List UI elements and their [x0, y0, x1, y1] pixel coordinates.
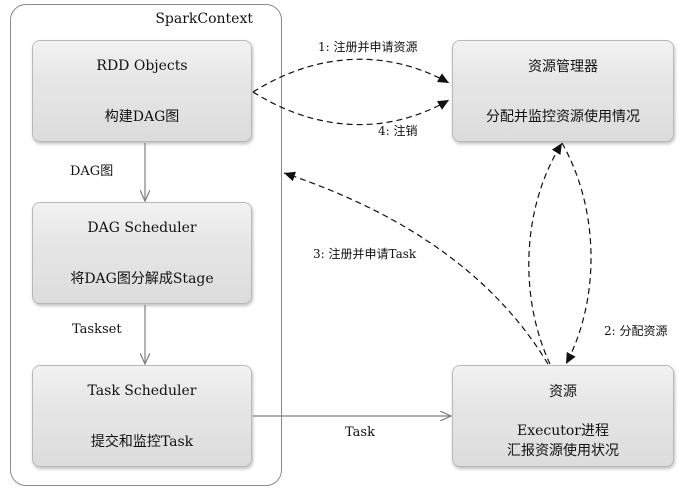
- label-deregister: 4: 注销: [378, 124, 418, 138]
- resource-manager-title: 资源管理器: [453, 41, 673, 92]
- rdd-objects-title: RDD Objects: [33, 41, 251, 92]
- resource-subtitle: Executor进程 汇报资源使用状况: [453, 416, 673, 466]
- dag-scheduler-box: DAG Scheduler 将DAG图分解成Stage: [32, 202, 252, 304]
- resource-manager-box: 资源管理器 分配并监控资源使用情况: [452, 40, 674, 142]
- rdd-objects-box: RDD Objects 构建DAG图: [32, 40, 252, 142]
- task-scheduler-box: Task Scheduler 提交和监控Task: [32, 365, 252, 467]
- resource-box: 资源 Executor进程 汇报资源使用状况: [452, 365, 674, 467]
- arrow-register-task: [283, 171, 549, 365]
- task-scheduler-subtitle: 提交和监控Task: [33, 416, 251, 466]
- resource-title: 资源: [453, 366, 673, 417]
- label-task: Task: [345, 425, 375, 440]
- label-register-apply: 1: 注册并申请资源: [318, 40, 418, 54]
- sparkcontext-title: SparkContext: [155, 11, 253, 27]
- arrow-allocate-down: [561, 142, 592, 365]
- task-scheduler-title: Task Scheduler: [33, 366, 251, 417]
- dag-scheduler-subtitle: 将DAG图分解成Stage: [33, 253, 251, 303]
- resource-subtitle-line2: 汇报资源使用状况: [507, 443, 619, 459]
- resource-manager-subtitle: 分配并监控资源使用情况: [453, 91, 673, 141]
- sparkcontext-container: SparkContext: [10, 4, 282, 486]
- arrow-register-apply: [252, 58, 450, 93]
- rdd-objects-subtitle: 构建DAG图: [33, 91, 251, 141]
- arrow-deregister: [252, 91, 450, 126]
- label-dag-graph: DAG图: [70, 164, 114, 179]
- label-taskset: Taskset: [72, 322, 122, 337]
- arrow-allocate-up: [528, 142, 563, 365]
- resource-subtitle-line1: Executor进程: [516, 423, 609, 439]
- label-allocate: 2: 分配资源: [604, 324, 668, 338]
- label-register-task: 3: 注册并申请Task: [313, 247, 417, 261]
